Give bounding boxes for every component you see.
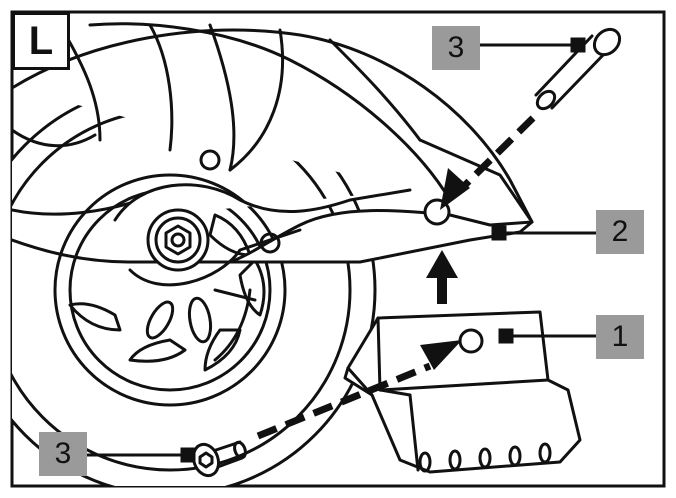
callout-part-3-top: 3 (432, 26, 480, 70)
brake-pad (343, 310, 582, 474)
callout-part-3-bottom: 3 (39, 432, 87, 476)
callout-part-1: 1 (596, 315, 644, 359)
insertion-arrows (420, 168, 470, 370)
panel-label: L (12, 12, 70, 70)
pin-top (534, 27, 622, 111)
arrow-to-frame-hole (440, 168, 470, 210)
leader-lines (87, 37, 596, 463)
callout-part-2: 2 (596, 210, 644, 254)
arrow-up-shaft (437, 276, 447, 304)
arrow-up-head (426, 250, 458, 278)
assembly-paths (256, 115, 536, 440)
wheel (12, 83, 377, 486)
bolt-bottom (191, 440, 247, 478)
axle-bolt (146, 149, 281, 272)
arrow-to-pad-hole (420, 340, 462, 370)
